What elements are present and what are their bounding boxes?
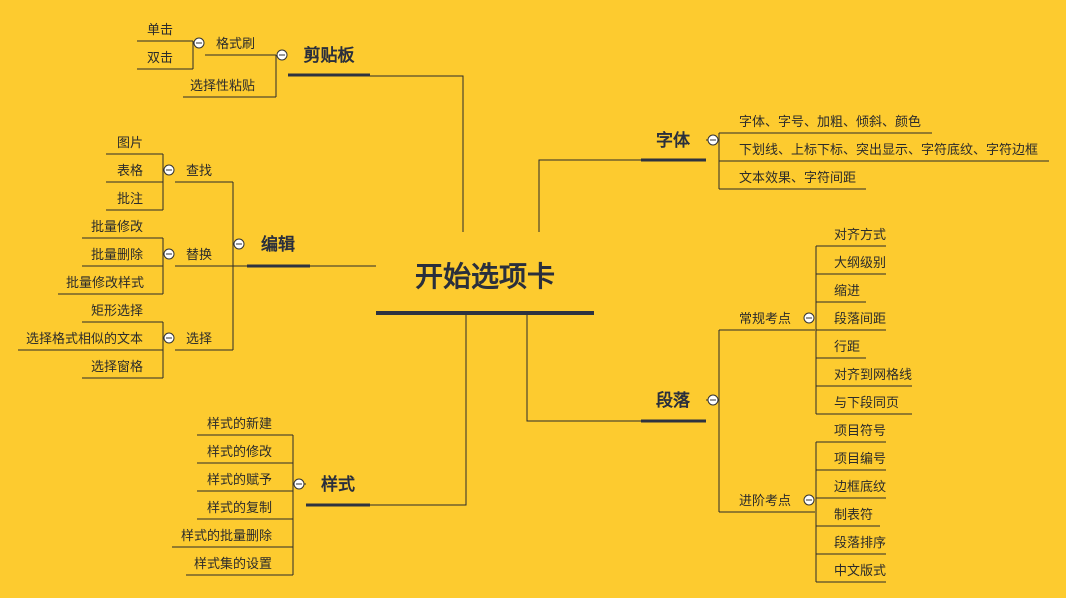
- node-select-similar-format[interactable]: 选择格式相似的文本: [26, 331, 143, 347]
- node-click-once[interactable]: 单击: [147, 23, 173, 38]
- node-alignment[interactable]: 对齐方式: [834, 227, 886, 243]
- node-tab-stops[interactable]: 制表符: [834, 507, 873, 523]
- node-asian-layout[interactable]: 中文版式: [834, 564, 886, 579]
- collapse-toggle-advanced[interactable]: [803, 494, 815, 506]
- collapse-toggle-regular[interactable]: [803, 312, 815, 324]
- collapse-toggle-replace[interactable]: [163, 248, 175, 260]
- node-advanced-points[interactable]: 进阶考点: [739, 494, 791, 509]
- node-style-batch-delete[interactable]: 样式的批量删除: [181, 528, 272, 544]
- node-font-basic[interactable]: 字体、字号、加粗、倾斜、颜色: [739, 114, 921, 130]
- branch-styles[interactable]: 样式: [321, 474, 355, 495]
- node-find-picture[interactable]: 图片: [117, 136, 143, 151]
- node-find-table[interactable]: 表格: [117, 163, 143, 179]
- node-click-twice[interactable]: 双击: [147, 51, 173, 66]
- node-selective-paste[interactable]: 选择性粘贴: [190, 79, 255, 94]
- branch-edit[interactable]: 编辑: [261, 234, 295, 255]
- node-bullets[interactable]: 项目符号: [834, 423, 886, 439]
- collapse-toggle-select[interactable]: [163, 332, 175, 344]
- collapse-toggle-edit[interactable]: [233, 238, 245, 250]
- node-borders-shading[interactable]: 边框底纹: [834, 479, 886, 495]
- node-format-painter[interactable]: 格式刷: [216, 36, 255, 52]
- link-center-clipboard: [370, 75, 464, 232]
- node-batch-modify-style[interactable]: 批量修改样式: [66, 276, 144, 291]
- node-rectangle-select[interactable]: 矩形选择: [91, 304, 143, 319]
- font-children-lines: [719, 132, 1049, 190]
- node-line-spacing[interactable]: 行距: [834, 340, 860, 355]
- node-selection-pane[interactable]: 选择窗格: [91, 359, 143, 375]
- branch-clipboard[interactable]: 剪贴板: [304, 45, 356, 66]
- branch-paragraph[interactable]: 段落: [656, 390, 691, 411]
- node-style-apply[interactable]: 样式的赋予: [207, 472, 272, 488]
- node-regular-points[interactable]: 常规考点: [739, 312, 791, 327]
- node-font-effects[interactable]: 文本效果、字符间距: [739, 170, 856, 186]
- branch-font[interactable]: 字体: [656, 130, 691, 151]
- labels: 开始选项卡 剪贴板 格式刷 单击 双击 选择性粘贴 编辑 查找 替换 选择 图片…: [26, 23, 1038, 579]
- node-snap-to-grid[interactable]: 对齐到网格线: [834, 367, 912, 383]
- connectors: [18, 40, 1049, 583]
- regular-children-lines: [816, 245, 912, 415]
- node-find-comment[interactable]: 批注: [117, 192, 143, 207]
- collapse-toggle-format-painter[interactable]: [193, 37, 205, 49]
- node-paragraph-spacing[interactable]: 段落间距: [834, 312, 886, 327]
- central-topic[interactable]: 开始选项卡: [415, 260, 555, 293]
- node-batch-delete[interactable]: 批量删除: [91, 248, 143, 263]
- node-style-copy[interactable]: 样式的复制: [207, 500, 272, 516]
- node-numbering[interactable]: 项目编号: [834, 452, 886, 467]
- node-find[interactable]: 查找: [186, 164, 212, 179]
- paragraph-group-lines: [719, 329, 815, 513]
- node-outline-level[interactable]: 大纲级别: [834, 256, 886, 271]
- node-batch-modify[interactable]: 批量修改: [91, 220, 143, 235]
- node-indent[interactable]: 缩进: [834, 283, 860, 299]
- node-style-new[interactable]: 样式的新建: [207, 416, 272, 432]
- collapse-toggle-styles[interactable]: [293, 478, 305, 490]
- node-paragraph-sort[interactable]: 段落排序: [834, 536, 886, 551]
- node-replace[interactable]: 替换: [186, 248, 212, 263]
- collapse-toggle-find[interactable]: [163, 164, 175, 176]
- collapse-toggle-clipboard[interactable]: [276, 49, 288, 61]
- link-center-styles: [370, 315, 467, 506]
- collapse-toggle-paragraph[interactable]: [707, 394, 719, 406]
- node-keep-with-next[interactable]: 与下段同页: [834, 396, 899, 411]
- styles-children-lines: [172, 434, 293, 576]
- node-style-set[interactable]: 样式集的设置: [194, 556, 272, 572]
- collapse-toggle-font[interactable]: [707, 134, 719, 146]
- advanced-children-lines: [816, 441, 886, 583]
- branch-bars: [247, 73, 706, 507]
- link-center-font: [538, 159, 641, 232]
- find-children-lines: [106, 153, 163, 211]
- link-center-paragraph: [526, 315, 641, 422]
- select-children-lines: [18, 321, 163, 379]
- node-font-decoration[interactable]: 下划线、上标下标、突出显示、字符底纹、字符边框: [739, 142, 1038, 158]
- node-style-modify[interactable]: 样式的修改: [207, 444, 272, 460]
- node-select[interactable]: 选择: [186, 332, 212, 347]
- replace-children-lines: [58, 237, 163, 295]
- toggles: [163, 37, 815, 506]
